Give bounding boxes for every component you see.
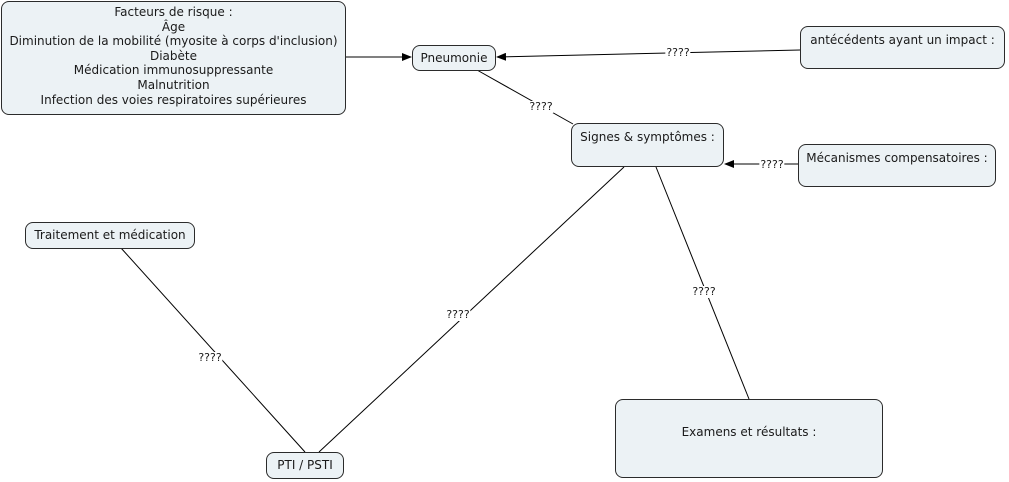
history-label: antécédents ayant un impact : <box>810 33 995 47</box>
node-compensatory[interactable]: Mécanismes compensatoires : <box>798 144 996 187</box>
risk-factor-item: Âge <box>161 19 186 34</box>
compensatory-label: Mécanismes compensatoires : <box>806 151 988 165</box>
node-signs-symptoms[interactable]: Signes & symptômes : <box>571 123 724 167</box>
node-treatment[interactable]: Traitement et médication <box>25 222 195 249</box>
node-pti[interactable]: PTI / PSTI <box>266 452 344 479</box>
link-label-signs-pti[interactable]: ???? <box>445 308 471 321</box>
exams-label: Examens et résultats : <box>681 425 817 439</box>
link-label-pneumonia-signs[interactable]: ???? <box>528 100 554 113</box>
node-pneumonia[interactable]: Pneumonie <box>412 45 496 71</box>
risk-factor-item: Infection des voies respiratoires supéri… <box>40 92 307 107</box>
risk-factor-item: Médication immunosuppressante <box>73 63 274 78</box>
pneumonia-label: Pneumonie <box>420 50 488 65</box>
risk-factor-item: Diminution de la mobilité (myosite à cor… <box>9 34 338 49</box>
node-risk-factors[interactable]: Facteurs de risque : Âge Diminution de l… <box>1 1 346 115</box>
link-label-signs-exams[interactable]: ???? <box>691 285 717 298</box>
risk-factors-title: Facteurs de risque : <box>114 5 233 19</box>
signs-label: Signes & symptômes : <box>580 130 715 144</box>
link-label-history-pneumonia[interactable]: ???? <box>665 46 691 59</box>
link-label-treatment-pti[interactable]: ???? <box>197 351 223 364</box>
treatment-label: Traitement et médication <box>34 228 186 243</box>
link-treatment-to-pti <box>120 247 306 453</box>
pti-label: PTI / PSTI <box>277 458 333 473</box>
risk-factor-item: Malnutrition <box>137 77 210 92</box>
link-label-compensatory-signs[interactable]: ???? <box>759 158 785 171</box>
link-signs-to-pti <box>318 166 625 453</box>
risk-factor-item: Diabète <box>149 48 197 63</box>
link-history-to-pneumonia <box>496 49 801 61</box>
node-history[interactable]: antécédents ayant un impact : <box>800 26 1005 69</box>
link-pneumonia-to-signs <box>476 69 574 125</box>
node-exams[interactable]: Examens et résultats : <box>615 399 883 478</box>
link-signs-to-exams <box>655 166 750 400</box>
